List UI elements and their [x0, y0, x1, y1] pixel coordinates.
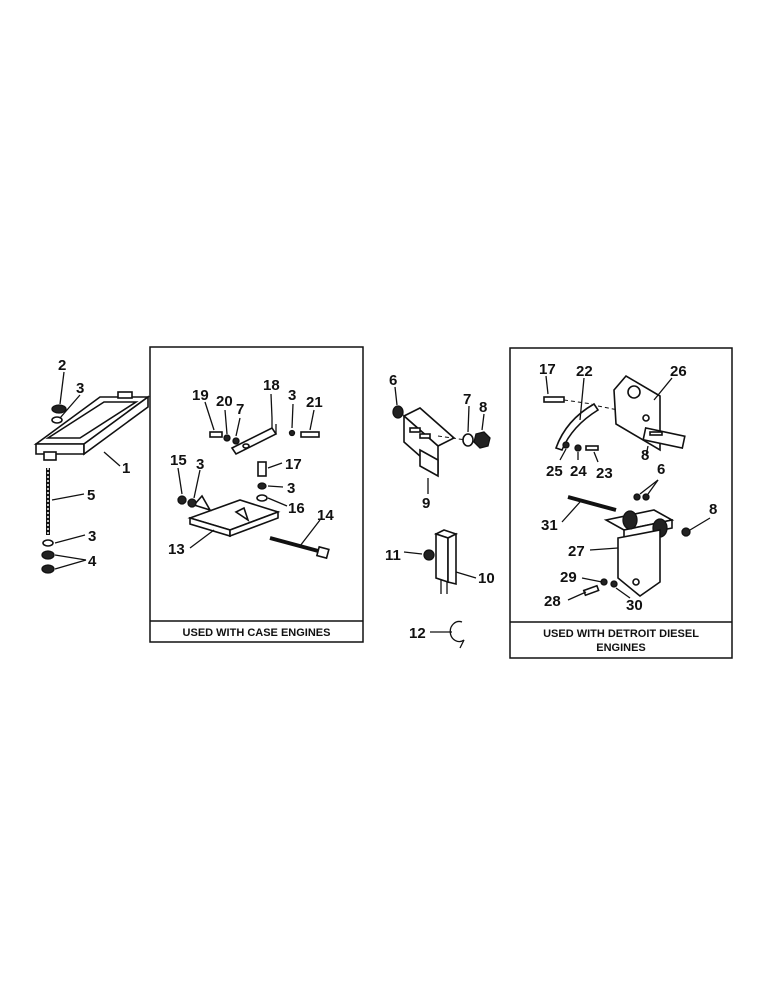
long-bolt-part — [269, 536, 330, 560]
washer-part — [187, 498, 197, 508]
nut-part — [41, 564, 55, 574]
detroit-diesel-panel: USED WITH DETROIT DIESEL ENGINES — [509, 347, 733, 659]
detroit-panel-caption-line1: USED WITH DETROIT DIESEL — [543, 628, 699, 640]
callout-7: 7 — [463, 391, 471, 408]
washer-part — [642, 493, 650, 501]
bolt-part — [300, 431, 320, 438]
center-assembly: 6 7 8 9 11 10 12 — [385, 372, 495, 649]
nut-part — [473, 431, 491, 449]
bolt-part — [582, 584, 600, 597]
callout-8: 8 — [641, 447, 649, 464]
callout-18: 18 — [263, 377, 280, 394]
washer-part — [562, 441, 570, 449]
callout-26: 26 — [670, 363, 687, 380]
callout-3: 3 — [196, 456, 204, 473]
callout-31: 31 — [541, 517, 558, 534]
callout-6: 6 — [389, 372, 397, 389]
nut-part — [681, 527, 691, 537]
hose-clamp-part — [449, 620, 465, 649]
callout-17: 17 — [285, 456, 302, 473]
washer-part — [574, 444, 582, 452]
callout-6: 6 — [657, 461, 665, 478]
bolt-part — [585, 445, 599, 451]
nut-part — [423, 549, 435, 561]
clip-bracket-part — [433, 529, 459, 594]
wing-nut-part — [51, 404, 67, 414]
washer-part — [462, 433, 474, 447]
bolt-part — [209, 431, 223, 438]
callout-7: 7 — [236, 401, 244, 418]
left-assembly: 2 3 1 5 3 4 — [33, 357, 151, 574]
callout-1: 1 — [122, 460, 130, 477]
washer-part — [177, 495, 187, 505]
callout-27: 27 — [568, 543, 585, 560]
callout-24: 24 — [570, 463, 587, 480]
callout-9: 9 — [422, 495, 430, 512]
callout-3: 3 — [287, 480, 295, 497]
washer-part — [42, 539, 54, 547]
angle-bracket-part — [402, 407, 456, 478]
callout-25: 25 — [546, 463, 563, 480]
curved-strap-part — [554, 402, 600, 451]
callout-29: 29 — [560, 569, 577, 586]
callout-8: 8 — [479, 399, 487, 416]
callout-11: 11 — [385, 547, 401, 564]
callout-3: 3 — [76, 380, 84, 397]
callout-28: 28 — [544, 593, 561, 610]
nut-part — [41, 550, 55, 560]
callout-12: 12 — [409, 625, 426, 642]
callout-30: 30 — [626, 597, 643, 614]
callout-13: 13 — [168, 541, 185, 558]
washer-part — [288, 429, 296, 437]
callout-4: 4 — [88, 553, 97, 570]
washer-part — [633, 493, 641, 501]
washer-part — [51, 416, 63, 424]
case-engines-panel: USED WITH CASE ENGINES — [149, 346, 364, 643]
bolt-part — [543, 396, 565, 403]
tray-frame-part — [33, 391, 151, 461]
washer-part — [256, 494, 268, 502]
washer-part — [392, 405, 404, 419]
strap-bracket-part — [230, 418, 278, 456]
callout-15: 15 — [170, 452, 187, 469]
callout-19: 19 — [192, 387, 209, 404]
mount-plate-part — [187, 494, 281, 538]
washer-part — [223, 434, 231, 442]
nut-part — [232, 437, 240, 445]
callout-21: 21 — [306, 394, 323, 411]
callout-5: 5 — [87, 487, 95, 504]
engine-mount-bracket-part — [603, 509, 675, 598]
callout-23: 23 — [596, 465, 613, 482]
callout-2: 2 — [58, 357, 66, 374]
callout-3: 3 — [88, 528, 96, 545]
callout-16: 16 — [288, 500, 305, 517]
callout-22: 22 — [576, 363, 593, 380]
callout-14: 14 — [317, 507, 334, 524]
washer-part — [257, 482, 267, 490]
bolt-part — [257, 461, 267, 477]
callout-10: 10 — [478, 570, 495, 587]
detroit-panel-caption-line2: ENGINES — [596, 642, 646, 654]
callout-17: 17 — [539, 361, 556, 378]
callout-20: 20 — [216, 393, 233, 410]
nut-part — [610, 580, 618, 588]
callout-3: 3 — [288, 387, 296, 404]
case-panel-caption: USED WITH CASE ENGINES — [183, 627, 331, 639]
long-bolt-part — [567, 495, 617, 512]
callout-8: 8 — [709, 501, 717, 518]
mount-plate-part — [613, 374, 686, 452]
